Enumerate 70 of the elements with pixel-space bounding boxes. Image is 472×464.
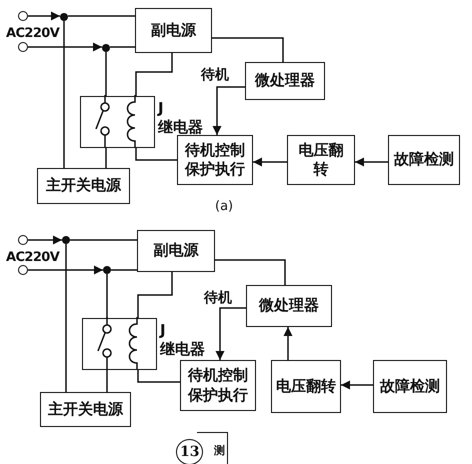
box-label: 副电源 (150, 20, 198, 40)
box-label: 微处理器 (258, 296, 320, 316)
process-box (245, 62, 325, 100)
process-box (271, 360, 341, 413)
arrow (28, 266, 103, 274)
box-label: 电压翻转 (298, 140, 344, 180)
process-box (37, 168, 130, 204)
junction-dot (62, 236, 70, 244)
arrow (212, 86, 245, 135)
connector-line (135, 148, 177, 161)
box-label: 故障检测 (378, 376, 441, 396)
box-label: 故障检测 (392, 150, 455, 170)
arrow (284, 327, 292, 360)
arrow (28, 12, 60, 20)
arrow (28, 42, 102, 52)
arrow (341, 380, 373, 390)
relay-label: 继电器 (160, 342, 205, 357)
box-label: 副电源 (152, 241, 200, 261)
text-label: (a) (215, 200, 234, 213)
connector-line (215, 259, 286, 285)
connector-line (111, 269, 137, 271)
relay-label: J (160, 323, 166, 338)
process-box (180, 360, 256, 411)
process-box (135, 8, 212, 53)
connector-line (106, 274, 108, 318)
connector-line (68, 15, 135, 17)
callout-number: 13 (176, 439, 204, 464)
terminal-circle (18, 265, 28, 275)
box-label: 测 (214, 444, 226, 459)
box-label: 微处理器 (254, 71, 316, 91)
terminal-circle (18, 42, 28, 52)
edge-label: 待机 (204, 291, 232, 305)
connector-line (135, 53, 173, 96)
process-box (388, 135, 460, 185)
box-label: 待机控制保护执行 (184, 140, 246, 180)
process-box (246, 285, 332, 327)
process-box (287, 135, 355, 185)
box-label: 主开关电源 (45, 176, 122, 196)
process-box (137, 230, 215, 272)
connector-line (65, 244, 67, 392)
connector-line (105, 52, 107, 96)
box-label: 电压翻转 (275, 376, 337, 396)
connector-line (110, 46, 135, 48)
arrow (253, 158, 287, 166)
junction-dot (60, 13, 68, 21)
box-label: 主开关电源 (47, 400, 124, 420)
arrow (28, 236, 62, 244)
connector-line (106, 370, 108, 392)
connector-line (137, 370, 180, 383)
arrow (355, 158, 388, 166)
connector-line (137, 272, 173, 318)
edge-label: 待机 (201, 68, 229, 82)
relay-label: 继电器 (158, 120, 203, 135)
process-box (197, 432, 228, 464)
connector-line (212, 37, 284, 62)
junction-dot (102, 44, 110, 52)
text-label: AC220V (6, 251, 60, 264)
process-box (40, 392, 131, 427)
connector-line (70, 239, 137, 241)
process-box (177, 135, 253, 185)
terminal-circle (18, 235, 28, 245)
relay-label: J (158, 101, 164, 116)
connector-line (105, 148, 107, 168)
box-label: 待机控制保护执行 (186, 366, 249, 405)
connector-line (63, 21, 65, 168)
text-label: AC220V (6, 27, 60, 40)
arrow (216, 307, 246, 360)
process-box (373, 360, 447, 413)
junction-dot (103, 266, 111, 274)
terminal-circle (18, 11, 28, 21)
